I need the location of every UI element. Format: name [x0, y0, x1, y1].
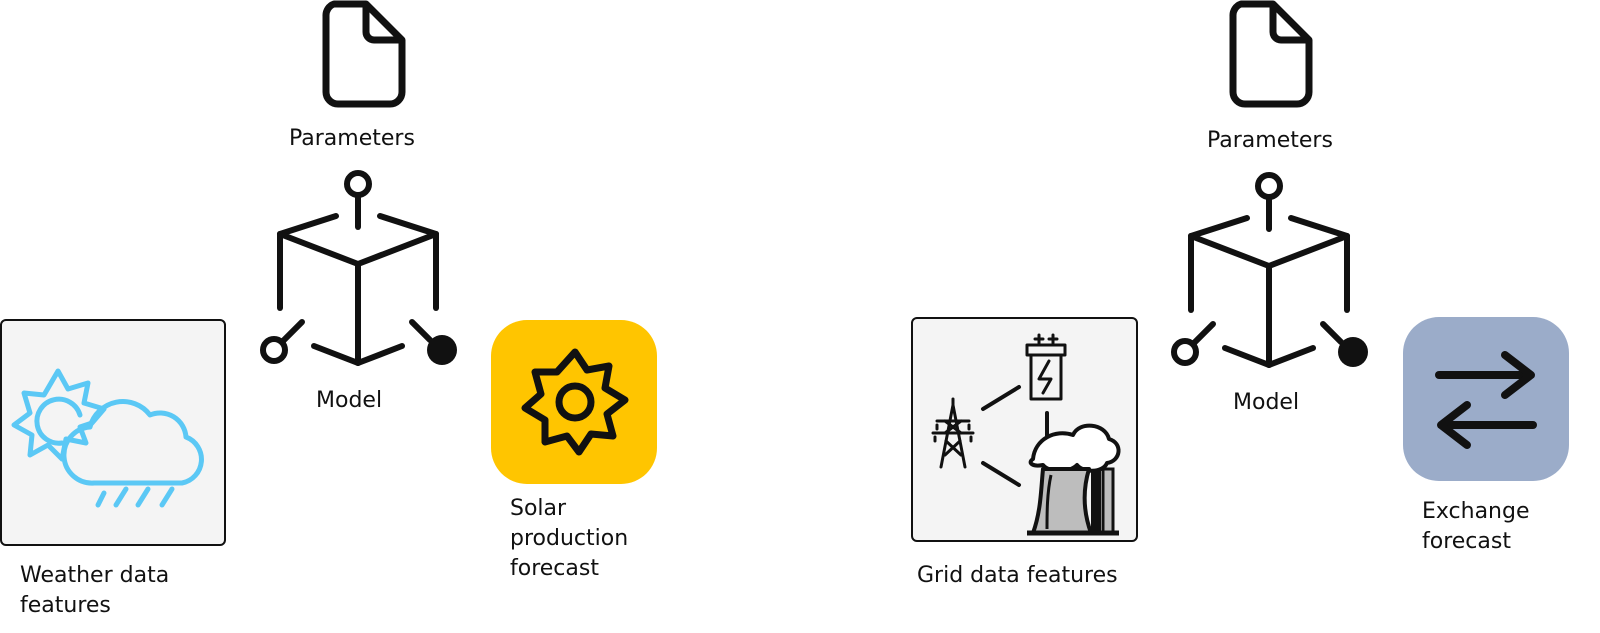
sun-icon [521, 348, 629, 456]
output-label-exchange: Exchange forecast [1422, 499, 1530, 554]
exchange-arrows-icon [1435, 351, 1537, 449]
weather-sun-cloud-rain-icon [11, 368, 204, 508]
parameters-label: Parameters [289, 126, 415, 151]
exchange-output-box [1403, 317, 1569, 481]
model-cube-icon [1171, 172, 1368, 368]
model-label: Model [316, 388, 383, 413]
solar-output-box [491, 320, 657, 484]
grid-features-box [911, 317, 1138, 542]
document-icon [322, 0, 406, 108]
model-cube-icon [260, 170, 457, 366]
document-icon [1229, 0, 1313, 108]
power-grid-icon [931, 333, 1121, 536]
output-label-solar: Solar production forecast [510, 496, 629, 581]
model-label: Model [1233, 390, 1300, 415]
weather-features-box [0, 319, 226, 546]
input-label-weather: Weather data features [20, 563, 170, 618]
input-label-grid: Grid data features [917, 563, 1118, 588]
parameters-label: Parameters [1207, 128, 1333, 153]
